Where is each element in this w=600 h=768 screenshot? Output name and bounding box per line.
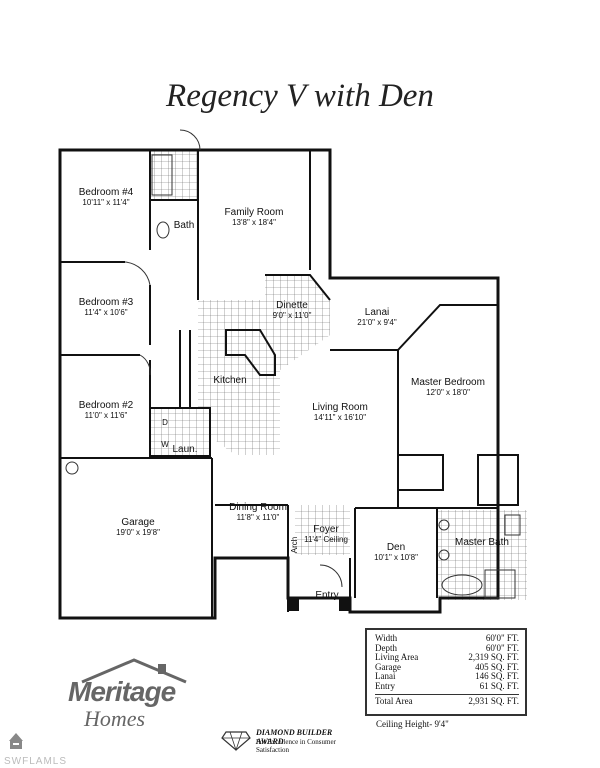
room-label: Garage (121, 517, 155, 528)
logo-line1: Meritage (68, 676, 176, 707)
equal-housing-icon (9, 733, 23, 749)
washer-label: W (161, 440, 169, 449)
room-dimensions: 10'11" x 11'4" (82, 198, 129, 207)
room-label: Bedroom #2 (79, 400, 134, 411)
room-dimensions: 11'4" x 10'6" (84, 308, 127, 317)
room-dimensions: 19'0" x 19'8" (116, 528, 160, 537)
room-label: Master Bath (455, 537, 509, 548)
room-label: Living Room (312, 402, 368, 413)
room-label: Bath (174, 220, 195, 231)
award-badge: DIAMOND BUILDER AWARD For Excellence in … (220, 726, 350, 754)
room-label: Entry (315, 590, 338, 601)
room-dimensions: 10'1" x 10'8" (374, 553, 418, 562)
room-label: Bedroom #3 (79, 297, 134, 308)
room-dimensions: 13'8" x 18'4" (232, 218, 276, 227)
award-subtitle: For Excellence in Consumer Satisfaction (256, 738, 336, 754)
room-dimensions: 21'0" x 9'4" (357, 318, 397, 327)
award-title: DIAMOND BUILDER AWARD (256, 728, 333, 746)
ceiling-height: Ceiling Height- 9'4" (376, 719, 449, 729)
room-label: Lanai (365, 307, 389, 318)
dryer-label: D (162, 418, 168, 427)
room-label: Family Room (225, 207, 284, 218)
room-labels: Bedroom #4 10'11" x 11'4" Bath Family Ro… (79, 187, 509, 601)
room-dimensions: 9'0" x 11'0" (273, 311, 312, 320)
room-dimensions: 11'8" x 11'0" (237, 513, 280, 522)
room-label: Bedroom #4 (79, 187, 134, 198)
room-label: Foyer (313, 524, 339, 535)
room-label: Dinette (276, 300, 308, 311)
tile-floor (150, 150, 527, 600)
room-label: Dining Room (229, 502, 287, 513)
diamond-icon (221, 731, 251, 752)
roof-icon (81, 658, 187, 684)
arch-label: Arch (290, 537, 299, 553)
plan-title: Regency V with Den (166, 78, 434, 114)
room-dimensions: 14'11" x 16'10" (314, 413, 366, 422)
logo-line2: Homes (84, 706, 146, 731)
room-label: Laun. (172, 444, 197, 455)
watermark: SWFLAMLS (4, 756, 68, 767)
room-label: Kitchen (213, 375, 246, 386)
room-dimensions: 11'0" x 11'6" (85, 411, 128, 420)
room-dimensions: 12'0" x 18'0" (426, 388, 470, 397)
room-label: Den (387, 542, 405, 553)
fixtures (65, 129, 521, 599)
room-label: Master Bedroom (411, 377, 485, 388)
meritage-logo: Meritage Homes (62, 656, 202, 736)
room-dimensions: 11'4" Ceiling (304, 535, 348, 544)
